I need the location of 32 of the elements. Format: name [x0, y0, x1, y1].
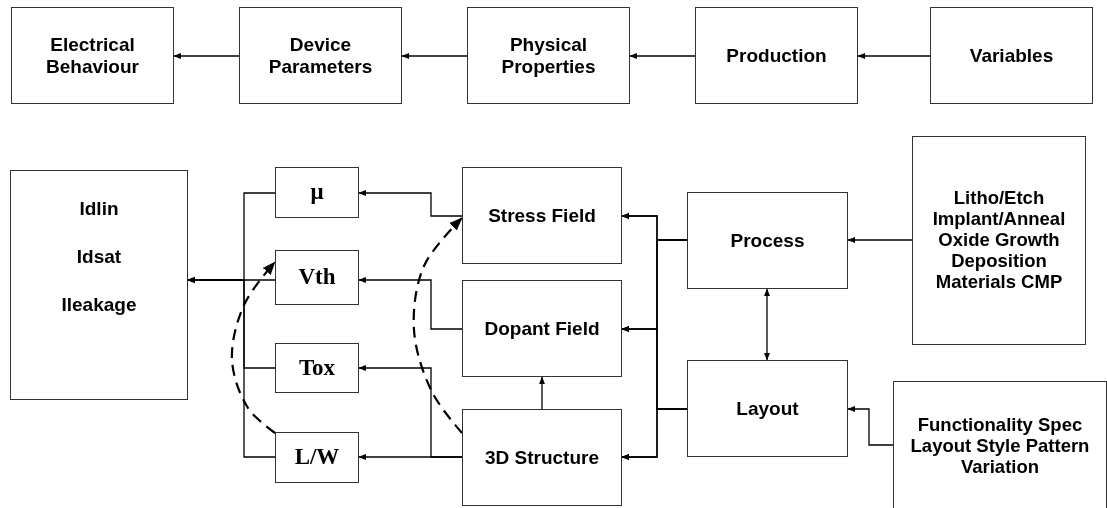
arrow — [401, 52, 468, 60]
process-box: Layout — [687, 360, 848, 457]
process-box: Tox — [275, 343, 359, 393]
arrow — [358, 276, 463, 330]
arrow — [763, 288, 771, 361]
arrow — [358, 189, 463, 217]
process-box: Production — [695, 7, 858, 104]
arrow — [538, 376, 546, 410]
list-box: Litho/Etch Implant/Anneal Oxide Growth Deposition Materials CMP — [912, 136, 1086, 345]
process-box: 3D Structure — [462, 409, 622, 506]
arrow — [230, 261, 276, 434]
arrow — [847, 405, 894, 446]
list-box: Functionality Spec Layout Style Pattern Variation — [893, 381, 1107, 508]
process-box: Physical Properties — [467, 7, 630, 104]
arrow — [173, 52, 240, 60]
output-box: Idlin Idsat Ileakage — [10, 170, 188, 400]
arrow — [621, 408, 688, 461]
arrow — [412, 217, 463, 434]
process-box: μ — [275, 167, 359, 218]
process-box: Stress Field — [462, 167, 622, 264]
process-box: Vth — [275, 250, 359, 305]
arrow — [629, 52, 696, 60]
process-box: Device Parameters — [239, 7, 402, 104]
arrow — [187, 276, 276, 458]
process-box: Electrical Behaviour — [11, 7, 174, 104]
arrow — [847, 236, 913, 244]
arrow — [358, 364, 463, 458]
arrow — [857, 52, 931, 60]
process-box: L/W — [275, 432, 359, 483]
process-box: Dopant Field — [462, 280, 622, 377]
process-box: Process — [687, 192, 848, 289]
process-box: Variables — [930, 7, 1093, 104]
